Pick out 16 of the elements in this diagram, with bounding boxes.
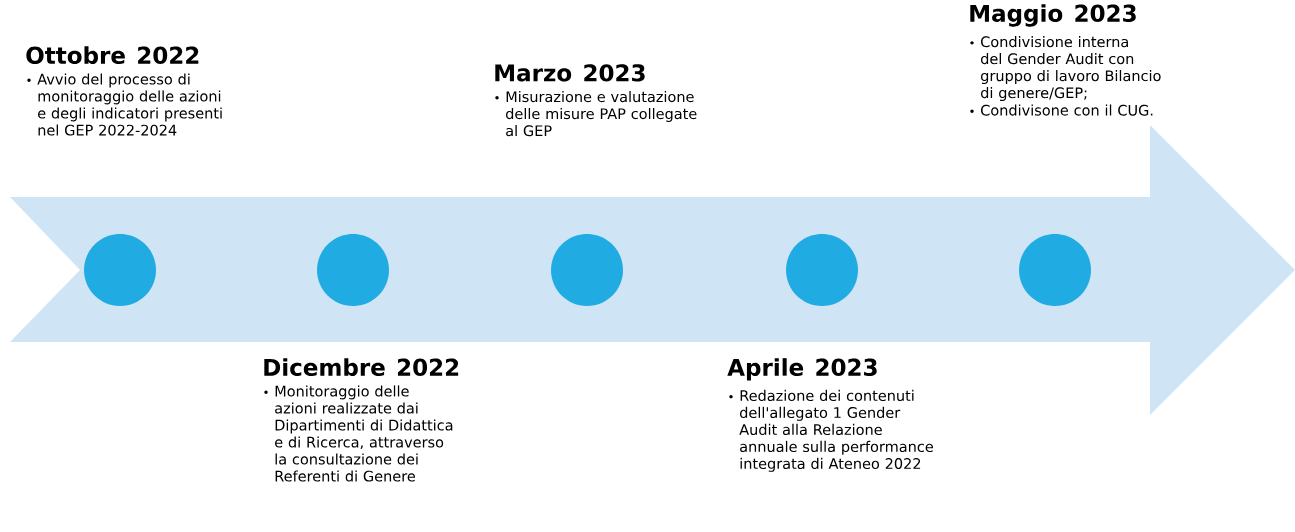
bullet-text: Condivisone con il CUG. — [981, 104, 1153, 116]
timeline-dot — [1019, 234, 1091, 306]
date-heading: Aprile 2023 — [727, 358, 877, 381]
bullet-text: Avvio del processo di monitoraggio delle azioni e degli indicatori presenti nel GEP 2022-2024 — [37, 73, 222, 136]
date-heading: Ottobre 2022 — [26, 46, 199, 64]
timeline-dot — [84, 234, 156, 306]
timeline-dot — [317, 234, 389, 306]
timeline-dot — [786, 234, 858, 306]
date-heading: Maggio 2023 — [970, 4, 1136, 27]
bullet-text: Redazione dei contenuti dell'allegato 1 Gender Audit alla Relazione annuale sulla performance integrata di Ateneo 2022 — [739, 389, 933, 472]
bullet-text: Monitoraggio delle azioni realizzate dai Dipartimenti di Didattica e di Ricerca, attraverso la consultazione dei Referenti di Genere — [275, 385, 453, 482]
timeline-dot — [551, 234, 623, 306]
date-heading: Dicembre 2022 — [264, 358, 459, 376]
date-heading: Marzo 2023 — [495, 64, 645, 82]
bullet-text: Condivisione interna del Gender Audit con gruppo di lavoro Bilancio di genere/GEP; — [981, 36, 1161, 102]
bullet-text: Misurazione e valutazione delle misure PAP collegate al GEP — [506, 91, 697, 137]
